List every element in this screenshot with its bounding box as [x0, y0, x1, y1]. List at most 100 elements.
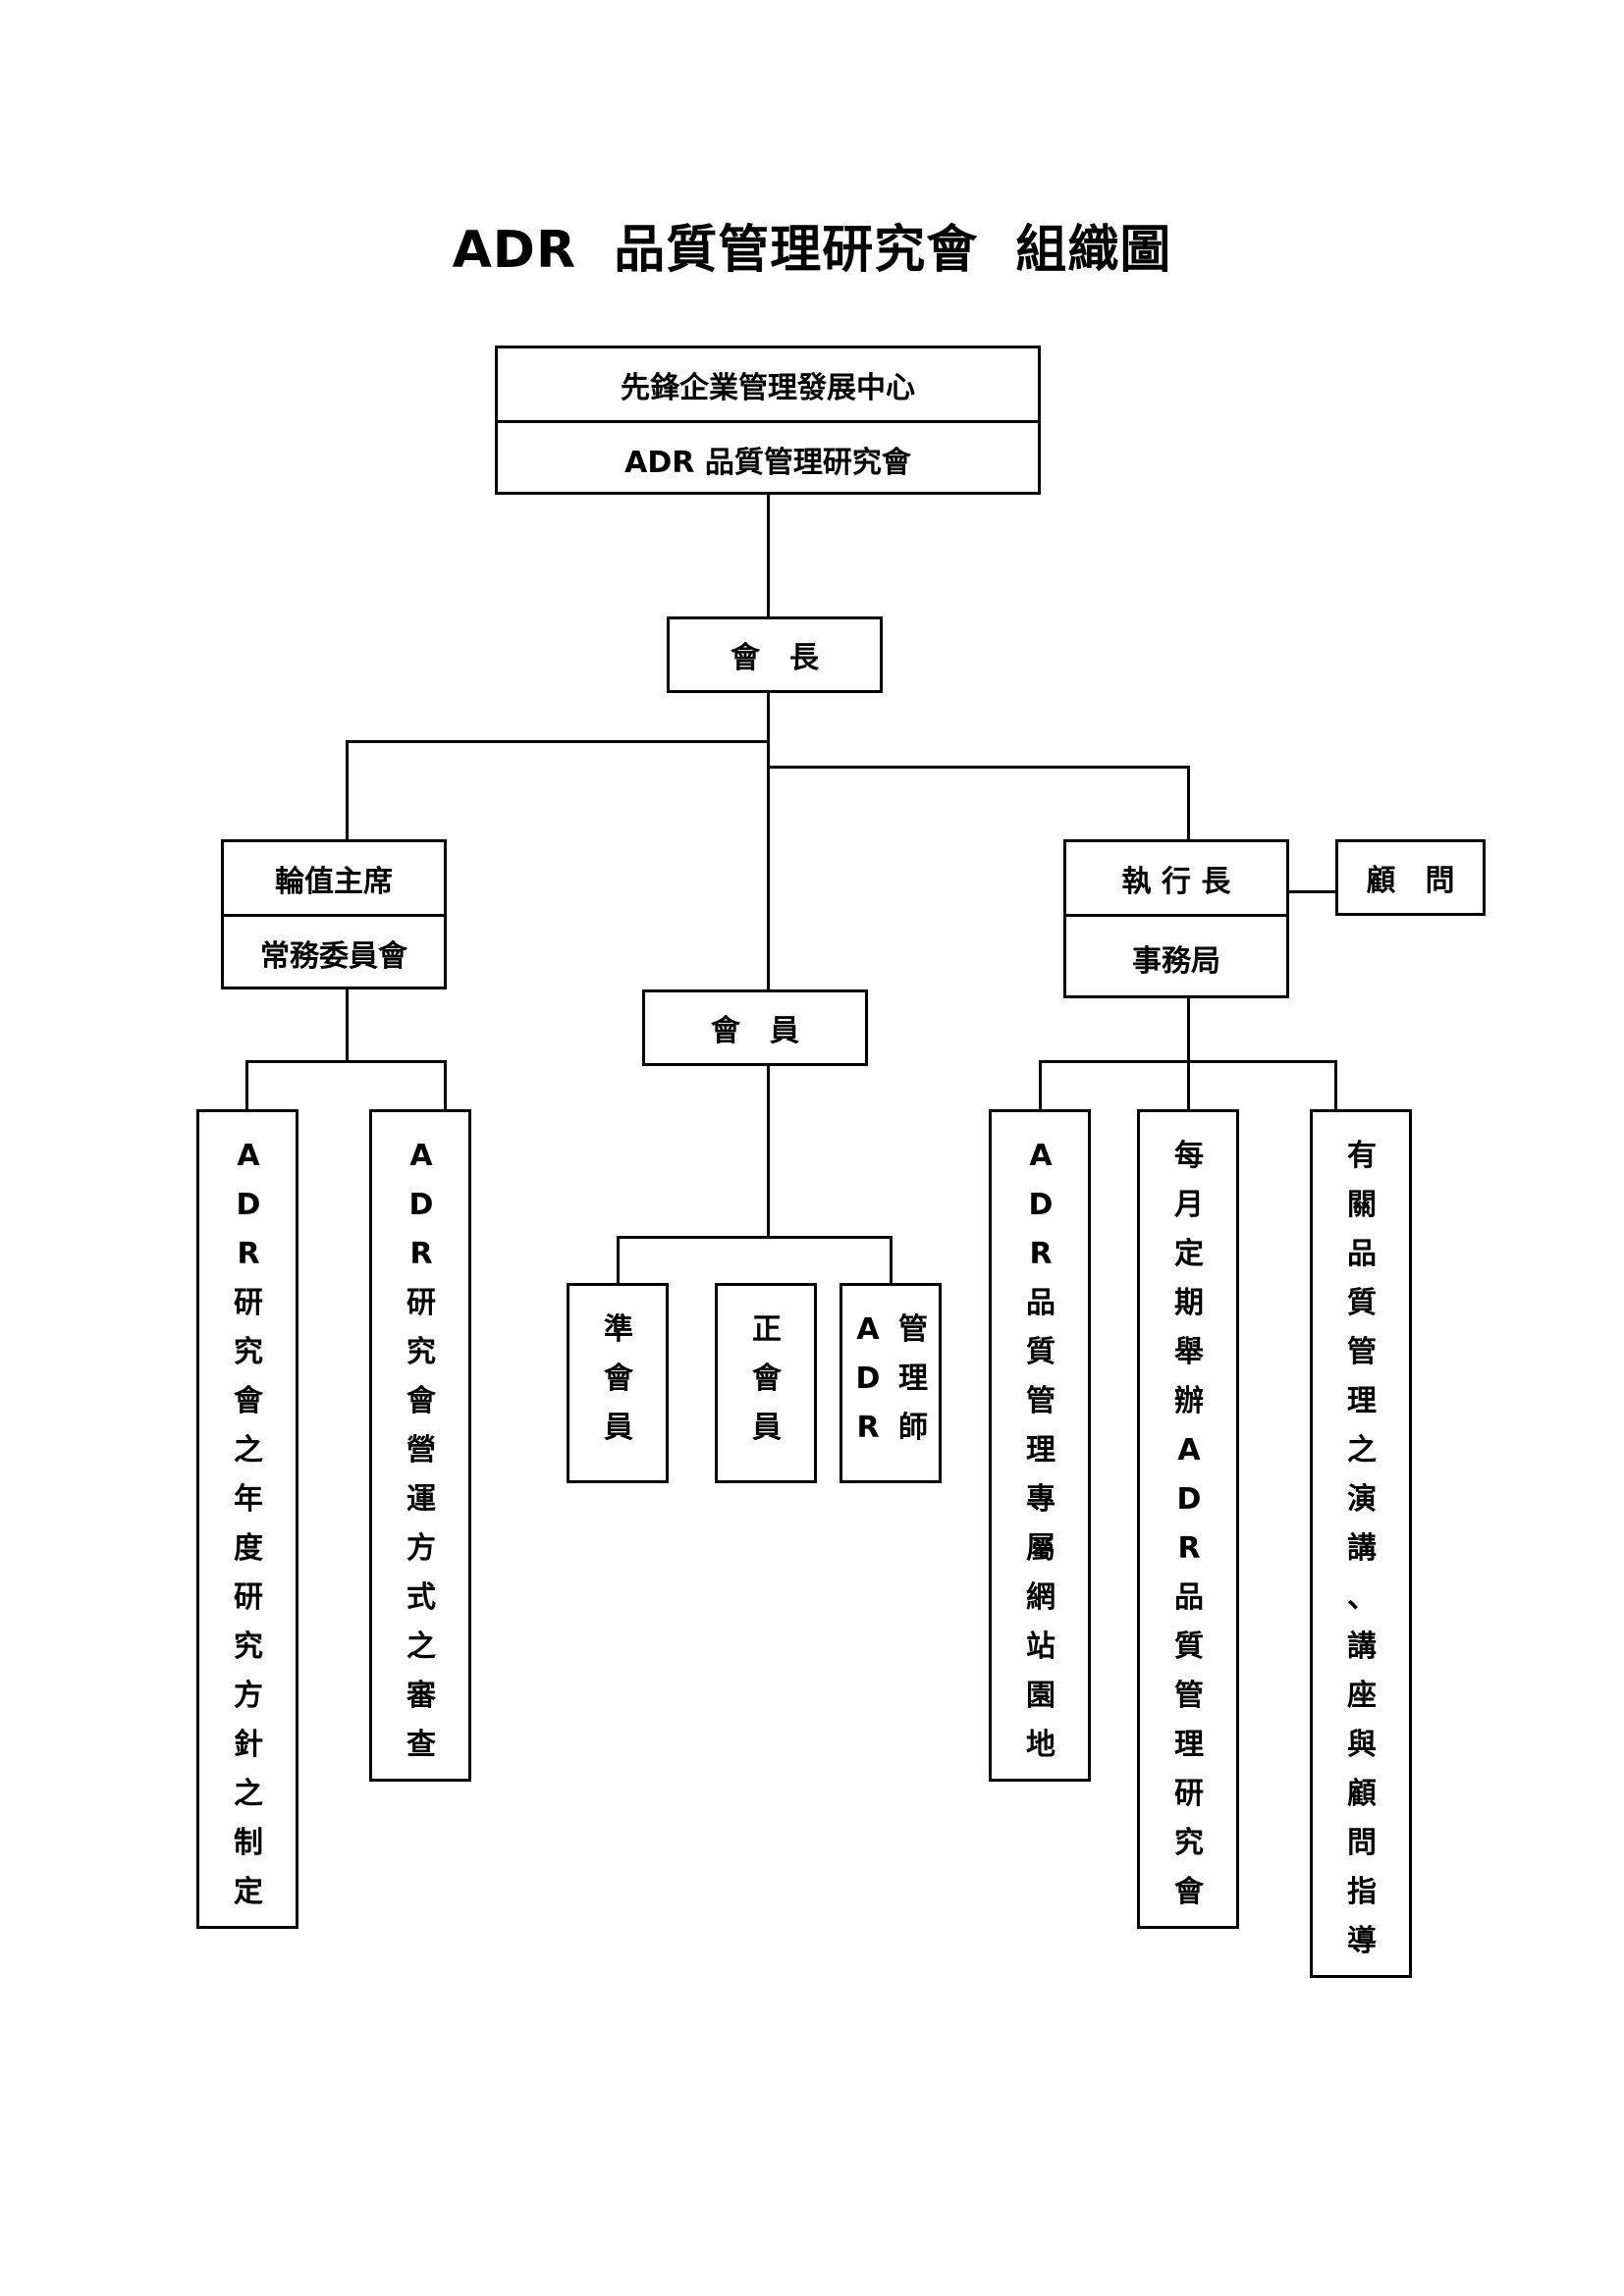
vertical-char: 方	[234, 1679, 263, 1713]
vertical-char: 管	[1347, 1335, 1377, 1369]
connector-right-task3-drop	[1334, 1060, 1337, 1111]
advisor-box: 顧 問	[1335, 839, 1486, 916]
vertical-char: 關	[1347, 1188, 1377, 1222]
top-organization-box: 先鋒企業管理發展中心 ADR 品質管理研究會	[495, 346, 1041, 495]
vertical-char: 問	[1347, 1826, 1377, 1860]
vertical-char: 品	[1174, 1580, 1204, 1615]
vertical-char: 月	[1174, 1188, 1204, 1222]
member-type-box: 準會員	[567, 1283, 669, 1483]
connector-member1-drop	[617, 1236, 620, 1285]
connector-members-down	[767, 1064, 770, 1239]
member-type-box: 正會員	[715, 1283, 817, 1483]
members-box: 會 員	[642, 989, 868, 1066]
vertical-char: 員	[604, 1411, 633, 1445]
connector-left-drop	[346, 740, 349, 842]
vertical-char: 每	[1174, 1139, 1204, 1173]
vertical-char: 品	[1026, 1286, 1056, 1320]
vertical-char: R	[409, 1237, 433, 1271]
top-box-divider	[498, 420, 1038, 423]
vertical-char: D	[236, 1188, 261, 1222]
connector-member3-drop	[890, 1236, 893, 1285]
vertical-char: 管	[1174, 1679, 1204, 1713]
president-label: 會 長	[731, 641, 819, 675]
vertical-char: 運	[406, 1482, 436, 1517]
connector-left-task2-drop	[444, 1060, 447, 1111]
vertical-char: 屬	[1026, 1531, 1056, 1566]
vertical-char: 研	[406, 1286, 436, 1320]
ceo-line2: 事務局	[1132, 943, 1220, 979]
vertical-char: 制	[234, 1826, 263, 1860]
vertical-char: 園	[1026, 1679, 1056, 1713]
connector-president-trunk	[767, 693, 770, 990]
vertical-char: 究	[234, 1335, 263, 1369]
vertical-char: 舉	[1174, 1335, 1204, 1369]
vertical-char: 查	[406, 1728, 436, 1762]
vertical-char: 研	[234, 1580, 263, 1615]
connector-left-horizontal	[346, 740, 770, 743]
connector-left-tasks-horizontal	[245, 1060, 447, 1063]
vertical-char: 針	[234, 1728, 263, 1762]
adr-manager-col2: 管理師	[893, 1306, 933, 1453]
vertical-char: 之	[234, 1777, 263, 1811]
vertical-char: 、	[1347, 1580, 1377, 1615]
vertical-char: 講	[1347, 1629, 1377, 1664]
vertical-char: R	[1029, 1237, 1053, 1271]
connector-right-tasks-horizontal	[1039, 1060, 1337, 1063]
vertical-char: 品	[1347, 1237, 1377, 1271]
vertical-char: 究	[234, 1629, 263, 1664]
advisor-label: 顧 問	[1366, 864, 1455, 898]
vertical-char: 座	[1347, 1679, 1377, 1713]
connector-right-task1-drop	[1039, 1060, 1042, 1111]
vertical-char: 定	[234, 1875, 263, 1909]
vertical-char: 究	[1174, 1826, 1204, 1860]
vertical-char: 顧	[1347, 1777, 1377, 1811]
vertical-char: R	[1177, 1531, 1201, 1566]
vertical-char: 管	[1026, 1384, 1056, 1418]
vertical-char: D	[1176, 1482, 1202, 1517]
vertical-char: 管	[898, 1312, 928, 1347]
president-box: 會 長	[667, 616, 883, 693]
vertical-char: 理	[898, 1362, 928, 1396]
vertical-char: 員	[752, 1411, 782, 1445]
vertical-char: 辦	[1174, 1384, 1204, 1418]
vertical-char: 營	[406, 1433, 436, 1468]
vertical-char: 度	[234, 1531, 263, 1566]
vertical-char: 準	[604, 1312, 633, 1347]
vertical-char: 方	[406, 1531, 436, 1566]
vertical-char: 會	[234, 1384, 263, 1418]
connector-ceo-down	[1187, 998, 1190, 1111]
vertical-char: 網	[1026, 1580, 1056, 1615]
vertical-char: 會	[1174, 1875, 1204, 1909]
vertical-char: 期	[1174, 1286, 1204, 1320]
right-task-box: 有關品質管理之演講、講座與顧問指導	[1310, 1109, 1412, 1978]
vertical-char: 演	[1347, 1482, 1377, 1517]
vertical-char: R	[856, 1411, 880, 1445]
member-type-text: 準會員	[599, 1306, 638, 1453]
connector-right-horizontal	[767, 766, 1190, 769]
vertical-char: 會	[752, 1362, 782, 1396]
vertical-char: A	[1029, 1139, 1053, 1173]
page-title: ADR 品質管理研究會 組織圖	[452, 221, 1172, 280]
vertical-char: 正	[752, 1312, 782, 1347]
connector-left-task1-drop	[245, 1060, 248, 1111]
vertical-char: 年	[234, 1482, 263, 1517]
connector-top-to-president	[767, 495, 770, 618]
vertical-char: D	[408, 1188, 434, 1222]
members-label: 會 員	[711, 1014, 799, 1048]
vertical-char: 定	[1174, 1237, 1204, 1271]
ceo-box: 執 行 長 事務局	[1063, 839, 1289, 998]
rotating-chair-divider	[224, 914, 444, 917]
vertical-char: 指	[1347, 1875, 1377, 1909]
rotating-chair-line2: 常務委員會	[260, 939, 407, 974]
vertical-char: 站	[1026, 1629, 1056, 1664]
vertical-char: 講	[1347, 1531, 1377, 1566]
top-box-line2: ADR 品質管理研究會	[624, 445, 911, 480]
